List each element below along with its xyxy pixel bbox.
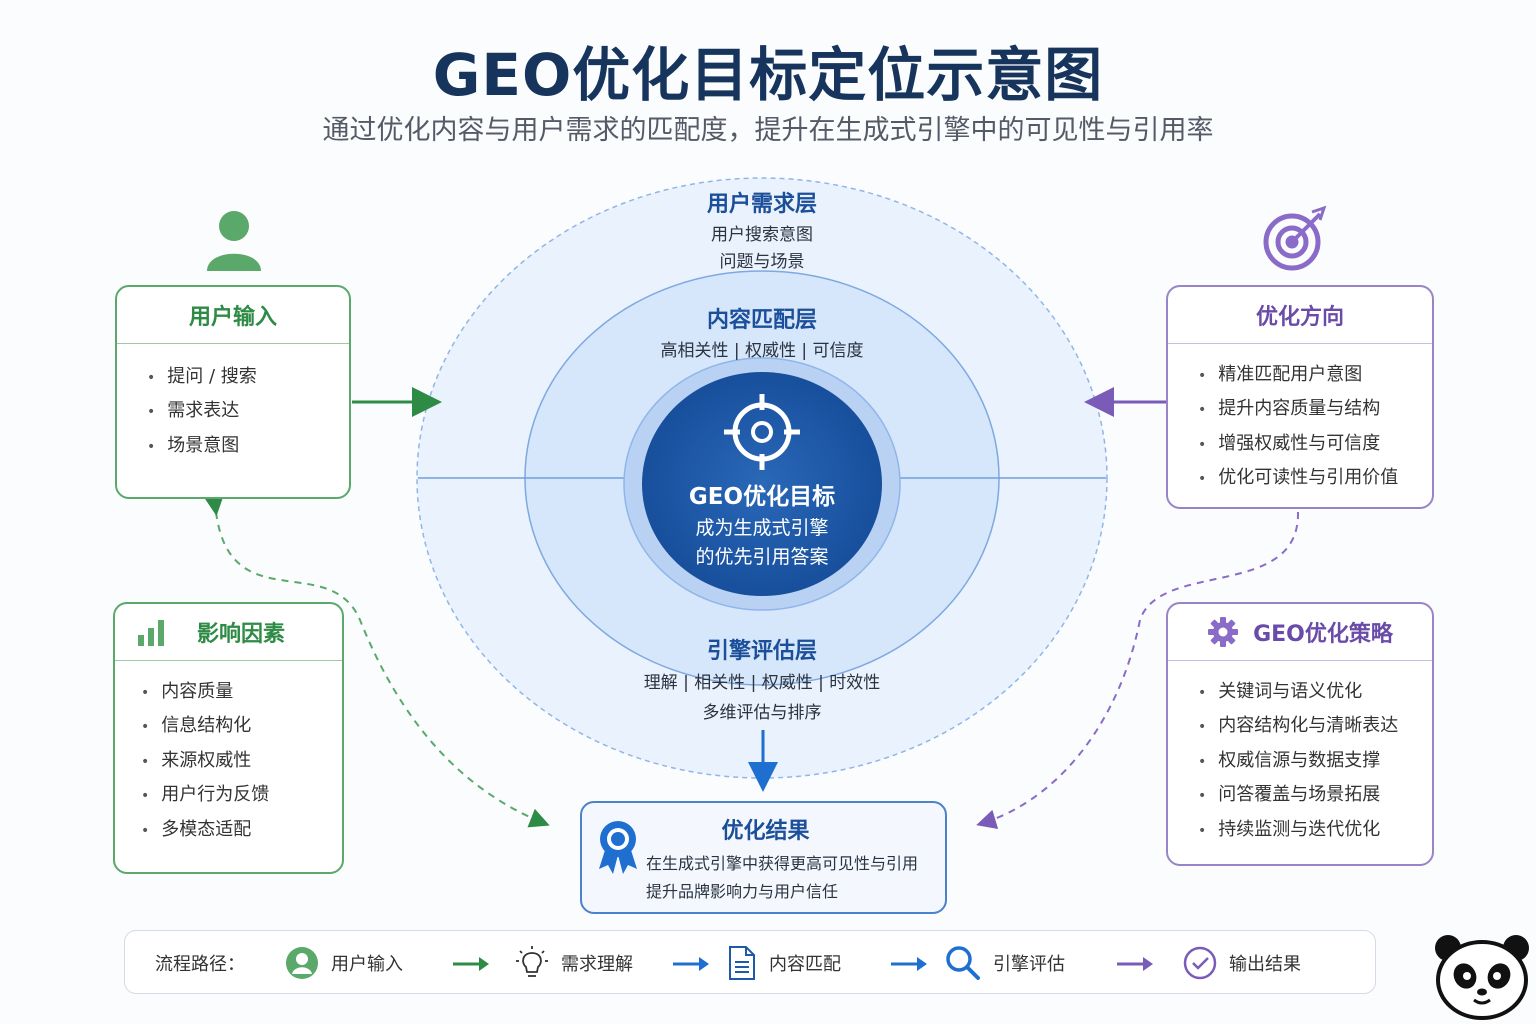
page-subtitle: 通过优化内容与用户需求的匹配度，提升在生成式引擎中的可见性与引用率 xyxy=(322,115,1214,146)
user-need-line-2: 问题与场景 xyxy=(719,252,805,272)
list-item: 内容质量 xyxy=(141,675,342,709)
flow-label: 流程路径： xyxy=(155,954,245,975)
influence-factors-list: 内容质量 信息结构化 来源权威性 用户行为反馈 多模态适配 xyxy=(115,661,342,847)
user-input-list: 提问 / 搜索 需求表达 场景意图 xyxy=(117,344,349,463)
core-circle xyxy=(642,372,882,596)
search-icon xyxy=(946,946,980,980)
award-ribbon-icon xyxy=(599,821,637,874)
engine-eval-line-1: 理解 | 相关性 | 权威性 | 时效性 xyxy=(643,673,881,693)
list-item: 用户行为反馈 xyxy=(141,778,342,812)
list-item: 精准匹配用户意图 xyxy=(1198,358,1432,392)
influence-factors-header: 影响因素 xyxy=(115,604,342,661)
list-item: 增强权威性与可信度 xyxy=(1198,427,1432,461)
optimization-direction-list: 精准匹配用户意图 提升内容质量与结构 增强权威性与可信度 优化可读性与引用价值 xyxy=(1168,344,1432,496)
user-input-title: 用户输入 xyxy=(117,287,349,344)
list-item: 信息结构化 xyxy=(141,709,342,743)
result-box: 优化结果 在生成式引擎中获得更高可见性与引用 提升品牌影响力与用户信任 xyxy=(580,801,947,914)
page-title: GEO优化目标定位示意图 xyxy=(432,41,1104,109)
flow-step-output-result: 输出结果 xyxy=(1183,931,1301,995)
geo-strategy-header: GEO优化策略 xyxy=(1168,604,1432,661)
result-line-1: 在生成式引擎中获得更高可见性与引用 xyxy=(646,854,919,873)
factors-dashed-arrow xyxy=(204,494,550,828)
content-match-line: 高相关性 | 权威性 | 可信度 xyxy=(660,341,864,361)
lightbulb-icon xyxy=(516,946,548,977)
optimization-direction-box: 优化方向 精准匹配用户意图 提升内容质量与结构 增强权威性与可信度 优化可读性与… xyxy=(1166,285,1434,509)
list-item: 来源权威性 xyxy=(141,744,342,778)
influence-factors-title: 影响因素 xyxy=(197,622,286,647)
geo-strategy-box: GEO优化策略 关键词与语义优化 内容结构化与清晰表达 权威信源与数据支撑 问答… xyxy=(1166,602,1434,866)
list-item: 关键词与语义优化 xyxy=(1198,675,1432,709)
flow-arrow-icon xyxy=(891,957,927,971)
list-item: 问答覆盖与场景拓展 xyxy=(1198,778,1432,812)
engine-eval-title: 引擎评估层 xyxy=(706,639,817,664)
geo-strategy-list: 关键词与语义优化 内容结构化与清晰表达 权威信源与数据支撑 问答覆盖与场景拓展 … xyxy=(1168,661,1432,847)
list-item: 提升内容质量与结构 xyxy=(1198,392,1432,426)
check-circle-icon xyxy=(1183,946,1217,980)
flow-arrow-icon xyxy=(453,957,489,971)
user-input-box: 用户输入 提问 / 搜索 需求表达 场景意图 xyxy=(115,285,351,499)
target-icon xyxy=(1263,205,1327,271)
influence-factors-box: 影响因素 内容质量 信息结构化 来源权威性 用户行为反馈 多模态适配 xyxy=(113,602,344,874)
flow-step-label: 输出结果 xyxy=(1229,954,1301,975)
flow-step-user-input: 用户输入 xyxy=(285,931,403,995)
list-item: 场景意图 xyxy=(147,429,349,463)
flow-step-engine-eval: 引擎评估 xyxy=(945,931,1065,995)
flow-step-label: 内容匹配 xyxy=(769,954,841,975)
flow-step-content-match: 内容匹配 xyxy=(727,931,841,995)
document-icon xyxy=(729,946,755,980)
content-match-title: 内容匹配层 xyxy=(706,308,817,333)
user-need-title: 用户需求层 xyxy=(706,192,817,217)
crosshair-icon xyxy=(724,394,800,470)
list-item: 优化可读性与引用价值 xyxy=(1198,461,1432,495)
core-line-1: 成为生成式引擎 xyxy=(695,517,829,539)
flow-step-need-understanding: 需求理解 xyxy=(515,931,633,995)
list-item: 提问 / 搜索 xyxy=(147,360,349,394)
flow-path-bar: 流程路径： 用户输入 需求理解 内容匹配 引擎评估 输出结果 xyxy=(124,930,1376,994)
gear-icon xyxy=(1208,617,1239,647)
flow-arrow-icon xyxy=(1117,957,1153,971)
user-circle-icon xyxy=(286,947,318,979)
list-item: 多模态适配 xyxy=(141,813,342,847)
user-icon xyxy=(207,211,261,271)
flow-arrow-icon xyxy=(673,957,709,971)
optimization-direction-title: 优化方向 xyxy=(1168,287,1432,344)
flow-step-label: 用户输入 xyxy=(331,954,403,975)
list-item: 持续监测与迭代优化 xyxy=(1198,813,1432,847)
engine-eval-line-2: 多维评估与排序 xyxy=(702,703,822,723)
flow-step-label: 引擎评估 xyxy=(993,954,1065,975)
result-line-2: 提升品牌影响力与用户信任 xyxy=(646,882,839,901)
result-title: 优化结果 xyxy=(721,819,810,844)
bar-chart-icon xyxy=(138,620,164,646)
geo-strategy-title: GEO优化策略 xyxy=(1253,622,1393,647)
list-item: 需求表达 xyxy=(147,394,349,428)
core-title: GEO优化目标 xyxy=(688,484,836,510)
user-need-line-1: 用户搜索意图 xyxy=(711,225,813,245)
flow-step-label: 需求理解 xyxy=(561,954,633,975)
list-item: 权威信源与数据支撑 xyxy=(1198,744,1432,778)
panda-icon xyxy=(1435,935,1529,1020)
list-item: 内容结构化与清晰表达 xyxy=(1198,709,1432,743)
core-line-2: 的优先引用答案 xyxy=(695,546,829,568)
